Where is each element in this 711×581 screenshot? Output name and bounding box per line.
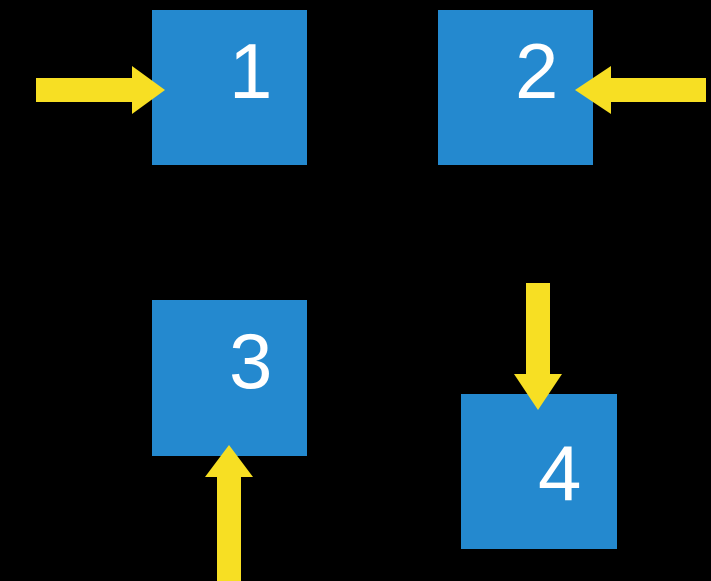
node-box-3[interactable] (152, 300, 307, 456)
node-box-1[interactable] (152, 10, 307, 165)
node-label-4: 4 (538, 429, 582, 517)
node-label-2: 2 (515, 27, 559, 115)
node-box-4[interactable] (461, 394, 617, 549)
node-label-1: 1 (229, 27, 273, 115)
node-box-2[interactable] (438, 10, 593, 165)
node-label-3: 3 (229, 317, 273, 405)
